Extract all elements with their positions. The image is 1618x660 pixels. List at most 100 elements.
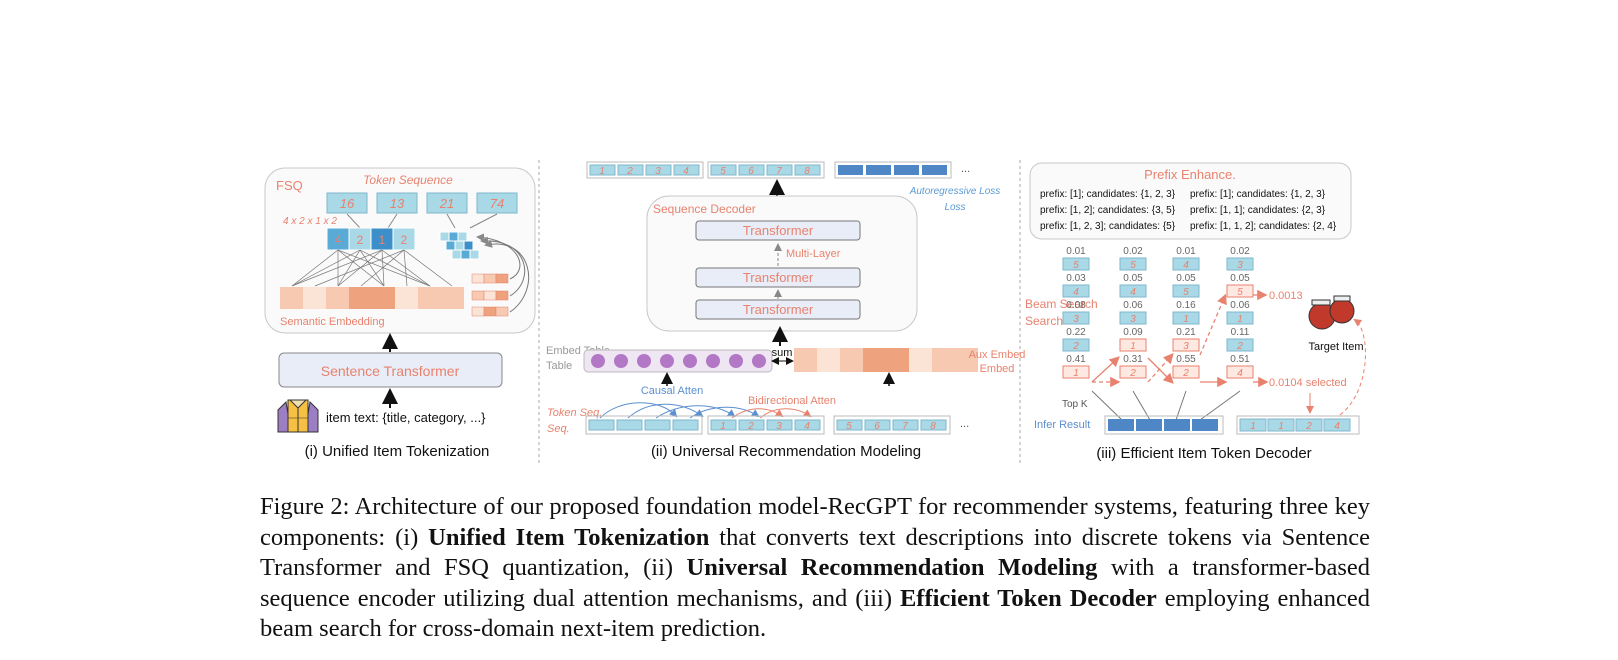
caption-text: employing enhanced beam search for cross… [260,584,1371,643]
svg-text:2: 2 [1305,421,1312,432]
beam-node [1226,257,1254,271]
svg-text:1: 1 [1278,421,1284,432]
embed-dots [591,354,766,368]
svg-text:1: 1 [599,166,605,177]
beam-node-label: 3 [1237,260,1243,271]
causal-arcs [599,402,760,419]
svg-text:2: 2 [626,166,633,177]
aux-embed-bar [794,348,978,372]
beam-node-label: 2 [1236,341,1243,352]
beam-node [1119,338,1147,352]
architecture-figure: FSQ Token Sequence 16 13 21 74 4 x 2 x 1… [264,160,1366,465]
beam-node [1172,365,1200,379]
beam-prob: 0.06 [1123,300,1143,311]
target-dashed-arrow [1339,318,1366,416]
beam-prob: 0.06 [1230,300,1250,311]
embed-table [583,349,773,373]
beam-search-label: Beam Search [1025,297,1098,311]
beam-node-label: 2 [1182,368,1189,379]
beam-node-label: 4 [1237,368,1243,379]
side-embeddings [471,273,509,317]
svg-text:8: 8 [804,166,810,177]
panel-unified-item-tokenization: FSQ Token Sequence 16 13 21 74 4 x 2 x 1… [264,167,536,460]
svg-text:1: 1 [1250,421,1256,432]
transformer-label: Transformer [743,223,814,238]
token-sequence-title: Token Sequence [363,173,453,187]
svg-text:3: 3 [776,421,782,432]
beam-node [1226,284,1254,298]
caption-text: with a transformer-based sequence encode… [260,554,1370,612]
panel-efficient-item-token-decoder: Prefix Enhance. prefix: [1]; candidates:… [1025,162,1366,462]
connector [469,213,498,229]
token-seq-label: Token Seq. [547,407,602,419]
panel2-caption: (ii) Universal Recommendation Modeling [651,443,921,460]
prob-a: 0.0013 [1269,290,1303,302]
fsq-codes: 4 2 1 2 [326,227,416,251]
beam-prob: 0.31 [1123,354,1143,365]
panel-universal-recommendation-modeling: 1 2 3 4 5 6 7 8 ... Autoregressive Loss … [546,161,1026,460]
top-token-row: 1 2 3 4 5 6 7 8 ... [586,161,970,179]
ellipsis: ... [960,418,969,430]
infer-result-tokens [1104,415,1224,435]
jacket-icon [277,399,319,433]
beam-node [1172,284,1200,298]
beam-prob: 0.08 [1066,300,1086,311]
beam-prob: 0.05 [1230,273,1250,284]
fsq-token-label: 21 [439,196,454,211]
svg-text:3: 3 [655,166,661,177]
caption-label: Figure 2: [260,493,350,520]
beam-node [1172,311,1200,325]
connector [346,213,361,229]
transformer-block [695,220,861,241]
svg-text:4: 4 [804,421,810,432]
beam-node [1119,365,1147,379]
infer-edges [1091,390,1241,421]
svg-text:7: 7 [902,421,908,432]
infer-result-label: Infer Result [1034,419,1090,431]
beam-node-label: 1 [1237,314,1243,325]
beam-prob: 0.51 [1230,354,1250,365]
bidirectional-atten-label: Bidirectional Atten [748,395,836,407]
prefix-line: prefix: [1]; candidates: {1, 2, 3} [1040,189,1176,200]
fsq-code-label: 1 [379,233,386,247]
fsq-code-label: 4 [335,233,342,247]
beam-node-label: 5 [1130,260,1136,271]
fan-lines [291,249,453,287]
beam-prob: 0.03 [1066,273,1086,284]
beam-edges [1091,289,1269,388]
caption-text: that converts text descriptions into dis… [260,523,1371,582]
beam-node [1172,257,1200,271]
token-seq-row: 1 2 3 4 5 6 7 8 ... [585,415,969,435]
beam-node-label: 1 [1183,314,1189,325]
svg-text:6: 6 [748,166,754,177]
svg-text:4: 4 [1334,421,1340,432]
beam-node-label: 4 [1183,260,1189,271]
aux-embed-label: Aux Embed [969,349,1026,361]
curve-arrow [480,236,526,297]
prefix-enhance-title: Prefix Enhance. [1144,167,1236,182]
beam-node [1062,311,1090,325]
fsq-token [326,192,368,214]
embed-table-label-2: Table [546,360,572,372]
beam-grid: 0.0150.0340.0830.2220.4110.0250.0540.063… [1062,246,1254,379]
svg-text:6: 6 [874,421,880,432]
fsq-grid [439,231,480,260]
beam-node [1119,311,1147,325]
fsq-code-label: 2 [401,233,408,247]
sentence-transformer-box [278,352,503,388]
svg-text:4: 4 [683,166,689,177]
ellipsis: ... [961,163,970,175]
fsq-token-label: 13 [390,196,405,211]
beam-prob: 0.02 [1123,246,1143,257]
svg-text:5: 5 [720,166,726,177]
curve-arrow [476,233,521,280]
transformer-label: Transformer [743,270,814,285]
fsq-token [376,192,418,214]
connector [387,213,398,229]
fsq-token-label: 74 [490,196,504,211]
sum-label: sum [772,347,793,359]
beam-node-label: 4 [1130,287,1136,298]
fsq-token [476,192,518,214]
sequence-decoder-label: Sequence Decoder [653,202,756,216]
svg-text:2: 2 [747,421,754,432]
